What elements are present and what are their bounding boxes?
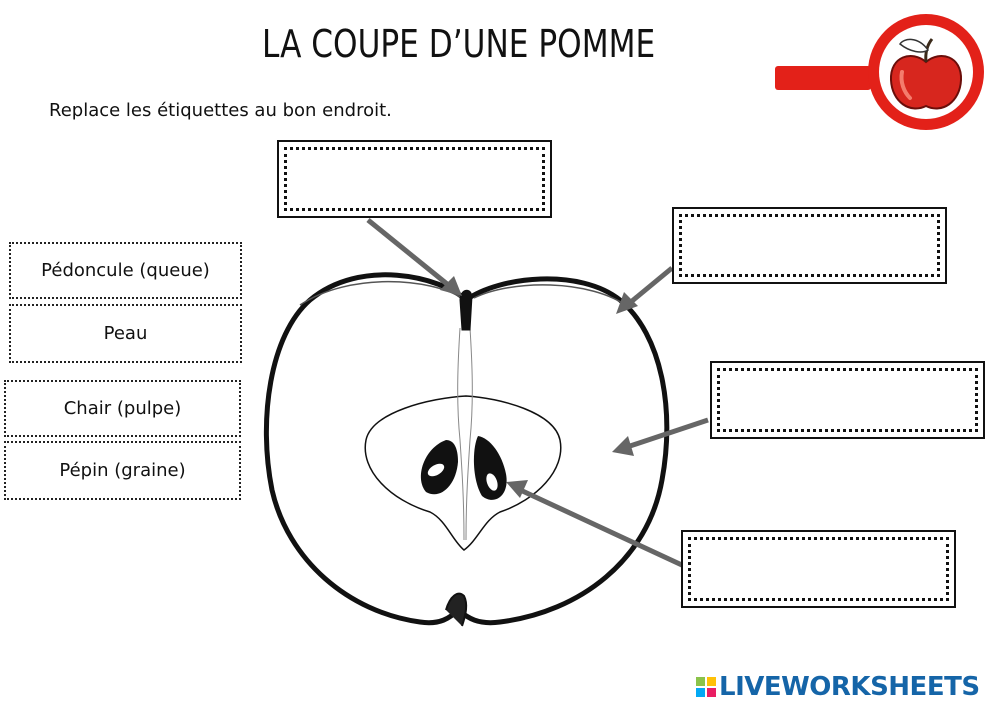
label-seed[interactable]: Pépin (graine)	[4, 441, 241, 500]
drop-zone-seed[interactable]	[681, 530, 956, 608]
logo-text: LIVEWORKSHEETS	[719, 672, 980, 702]
label-flesh[interactable]: Chair (pulpe)	[4, 380, 241, 437]
logo-square	[707, 677, 716, 686]
liveworksheets-logo: LIVEWORKSHEETS	[696, 672, 980, 702]
logo-mark-icon	[696, 677, 716, 697]
seed-right	[473, 436, 507, 500]
pointer-arrows	[366, 218, 709, 569]
stem	[459, 289, 473, 331]
instruction-text: Replace les étiquettes au bon endroit.	[49, 100, 392, 121]
drop-zone-skin[interactable]	[672, 207, 947, 284]
label-skin[interactable]: Peau	[9, 304, 242, 363]
logo-square	[707, 688, 716, 697]
drop-zone-slot[interactable]	[717, 368, 978, 432]
drop-zone-slot[interactable]	[688, 537, 949, 601]
drop-zone-flesh[interactable]	[710, 361, 985, 439]
drop-zone-peduncle[interactable]	[277, 140, 552, 218]
logo-square	[696, 688, 705, 697]
drop-zone-slot[interactable]	[679, 214, 940, 277]
apple-magnifier-icon	[775, 14, 984, 130]
core-outline	[364, 395, 562, 551]
drop-zone-slot[interactable]	[284, 147, 545, 211]
page-title: LA COUPE D’UNE POMME	[262, 22, 656, 66]
label-peduncle[interactable]: Pédoncule (queue)	[9, 242, 242, 299]
logo-square	[696, 677, 705, 686]
